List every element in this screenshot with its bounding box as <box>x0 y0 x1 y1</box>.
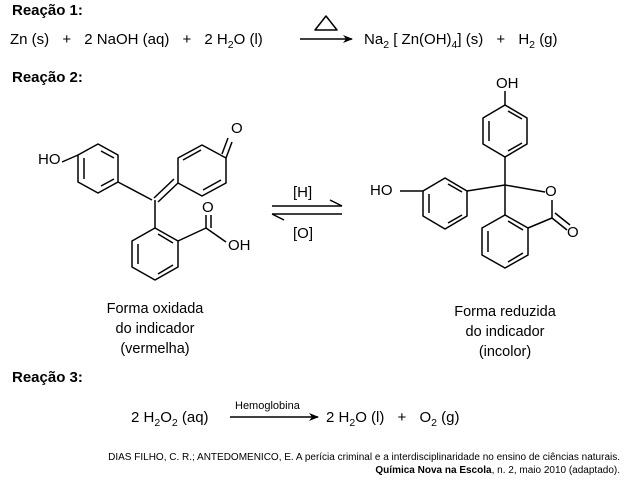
reactant-naoh: 2 NaOH (aq) <box>84 31 170 48</box>
caption-line: do indicador <box>465 324 545 340</box>
plus-sign: + <box>397 409 407 426</box>
catalyst-label: Hemoglobina <box>235 400 300 412</box>
product-oxygen: O2 (g) <box>419 409 460 429</box>
reaction-1-products: Na2 [ Zn(OH)4] (s) + H2 (g) <box>364 31 558 51</box>
reactant-hydrogen-peroxide: 2 H2O2 (aq) <box>131 409 209 429</box>
reference-citation: DIAS FILHO, C. R.; ANTEDOMENICO, E. A pe… <box>108 451 620 477</box>
redox-top-label: [H] <box>293 184 313 201</box>
oxidized-ketone-o-label: O <box>231 120 243 137</box>
journal-name: Química Nova na Escola <box>375 465 492 476</box>
caption-line: (vermelha) <box>120 341 190 357</box>
heat-triangle-icon <box>314 15 338 31</box>
product-sodium-zincate: Na2 [ Zn(OH)4] (s) <box>364 31 484 51</box>
plus-sign: + <box>496 31 506 48</box>
reduced-structure <box>400 91 571 269</box>
reaction-2-title: Reação 2: <box>12 69 83 86</box>
reduced-ho-label: HO <box>370 182 393 199</box>
reaction-3-title: Reação 3: <box>12 369 83 386</box>
reduced-caption: Forma reduzida do indicador (incolor) <box>430 302 580 362</box>
fused-benzene-ring <box>481 214 529 269</box>
reaction-3-reactants: 2 H2O2 (aq) <box>131 409 209 429</box>
product-hydrogen: H2 (g) <box>518 31 558 51</box>
oxidized-structure <box>61 137 233 281</box>
oxidized-caption: Forma oxidada do indicador (vermelha) <box>85 299 225 359</box>
caption-line: Forma oxidada <box>106 301 204 317</box>
plus-sign: + <box>182 31 192 48</box>
reduced-ring-o-label: O <box>545 183 557 200</box>
redox-equilibrium-arrows <box>271 199 343 221</box>
reduced-carbonyl-o-label: O <box>567 224 579 241</box>
benzene-ring <box>131 227 179 281</box>
reference-line-2: Química Nova na Escola, n. 2, maio 2010 … <box>375 465 620 476</box>
redox-bottom-label: [O] <box>293 225 314 242</box>
reference-line-1: DIAS FILHO, C. R.; ANTEDOMENICO, E. A pe… <box>108 452 620 463</box>
reactant-zinc: Zn (s) <box>10 31 50 48</box>
product-water: 2 H2O (l) <box>326 409 385 429</box>
caption-line: Forma reduzida <box>454 304 556 320</box>
reaction-3-products: 2 H2O (l) + O2 (g) <box>326 409 460 429</box>
phenol-ring-left <box>422 177 468 230</box>
oxidized-acid-oh-label: OH <box>228 237 251 254</box>
caption-line: do indicador <box>115 321 195 337</box>
oxidized-acid-o-label: O <box>202 199 214 216</box>
oxidized-ho-label: HO <box>38 151 61 168</box>
reactant-water: 2 H2O (l) <box>204 31 263 51</box>
reduced-oh-label: OH <box>496 75 519 92</box>
reaction-1-title: Reação 1: <box>12 2 83 19</box>
reaction-1-reactants: Zn (s) + 2 NaOH (aq) + 2 H2O (l) <box>10 31 263 51</box>
quinoid-ring <box>177 144 227 197</box>
plus-sign: + <box>62 31 72 48</box>
caption-line: (incolor) <box>478 344 532 360</box>
reaction-1-arrow <box>300 15 353 43</box>
